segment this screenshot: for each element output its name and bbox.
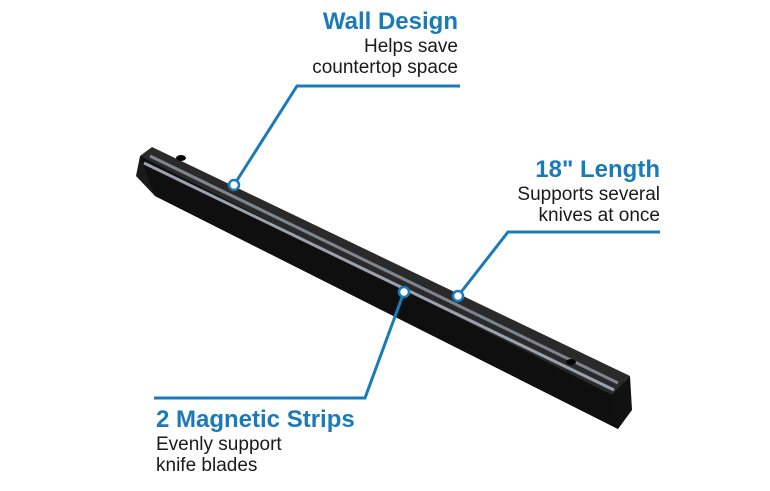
mounting-hole-right bbox=[566, 359, 576, 365]
bar-end-cap bbox=[612, 376, 632, 429]
length-marker bbox=[451, 289, 465, 303]
length-title: 18" Length bbox=[535, 156, 660, 183]
magnetic-strips-callout: 2 Magnetic Strips Evenly support knife b… bbox=[156, 406, 355, 477]
wall-design-leader-line bbox=[232, 84, 460, 186]
strips-marker bbox=[397, 285, 411, 299]
wall-design-marker bbox=[227, 178, 241, 192]
mounting-hole-left bbox=[176, 155, 186, 161]
wall-design-title: Wall Design bbox=[322, 8, 458, 35]
wall-design-callout: Wall Design Helps save countertop space bbox=[312, 8, 458, 79]
magnetic-strip-upper bbox=[149, 154, 619, 385]
magnetic-strip-lower bbox=[143, 161, 615, 392]
length-callout: 18" Length Supports several knives at on… bbox=[517, 156, 660, 227]
magnetic-strips-text-line2: knife blades bbox=[156, 455, 258, 477]
strips-leader-line bbox=[154, 291, 406, 400]
magnetic-knife-bar bbox=[136, 147, 632, 429]
length-leader-line bbox=[456, 230, 660, 297]
bar-side-face bbox=[140, 155, 629, 429]
wall-design-text-line1: Helps save bbox=[364, 35, 458, 57]
magnetic-strips-title: 2 Magnetic Strips bbox=[156, 406, 355, 433]
magnetic-strips-text-line1: Evenly support bbox=[156, 433, 282, 455]
length-text-line1: Supports several bbox=[517, 183, 660, 205]
length-text-line2: knives at once bbox=[538, 205, 660, 227]
wall-design-text-line2: countertop space bbox=[312, 57, 458, 79]
